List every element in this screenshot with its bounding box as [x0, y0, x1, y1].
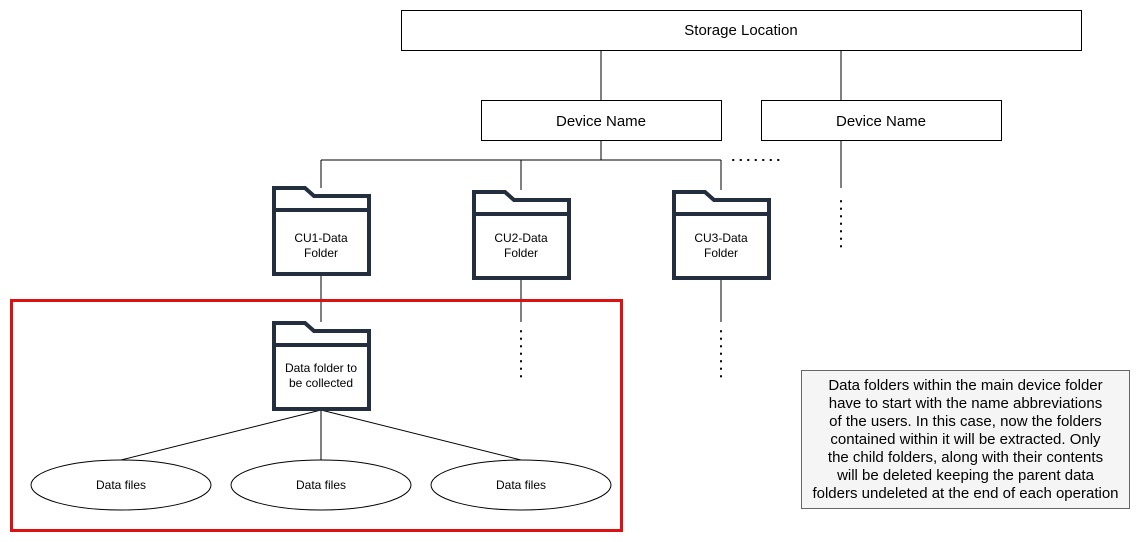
storage-location-label: Storage Location — [684, 22, 797, 39]
storage-location-box: Storage Location — [401, 10, 1082, 51]
data-files-ellipse-3: Data files — [430, 459, 612, 511]
folder-label-line2: Folder — [704, 246, 738, 260]
device-name-label: Device Name — [556, 113, 646, 130]
connector-collected-file3 — [320, 409, 522, 461]
connector-collected-file1 — [120, 409, 322, 461]
explanation-note-text: Data folders within the main device fold… — [812, 376, 1119, 502]
folder-label-line1: CU1-Data — [294, 231, 348, 245]
device-box-1: Device Name — [481, 100, 722, 141]
folder-icon-cu1: CU1-Data Folder — [272, 186, 371, 276]
explanation-note: Data folders within the main device fold… — [801, 370, 1130, 509]
continuation-dots — [520, 159, 842, 381]
folder-label-line1: CU3-Data — [694, 231, 748, 245]
data-files-label: Data files — [496, 478, 546, 492]
device-box-2: Device Name — [761, 100, 1002, 141]
folder-label-line1: CU2-Data — [494, 231, 548, 245]
collected-scope-highlight — [10, 299, 623, 532]
data-files-ellipse-1: Data files — [30, 459, 212, 511]
data-files-label: Data files — [96, 478, 146, 492]
data-files-label: Data files — [296, 478, 346, 492]
folder-label-line2: Folder — [504, 246, 538, 260]
folder-icon-cu2: CU2-Data Folder — [472, 190, 571, 280]
connectors — [120, 50, 842, 461]
device-name-label: Device Name — [836, 113, 926, 130]
collected-folder-label-line1: Data folder to — [285, 361, 357, 375]
folder-label-line2: Folder — [304, 246, 338, 260]
folder-icon-collected: Data folder to be collected — [272, 321, 371, 411]
folder-icon-cu3: CU3-Data Folder — [672, 190, 771, 280]
data-files-ellipse-2: Data files — [230, 459, 412, 511]
collected-folder-label-line2: be collected — [289, 376, 353, 390]
